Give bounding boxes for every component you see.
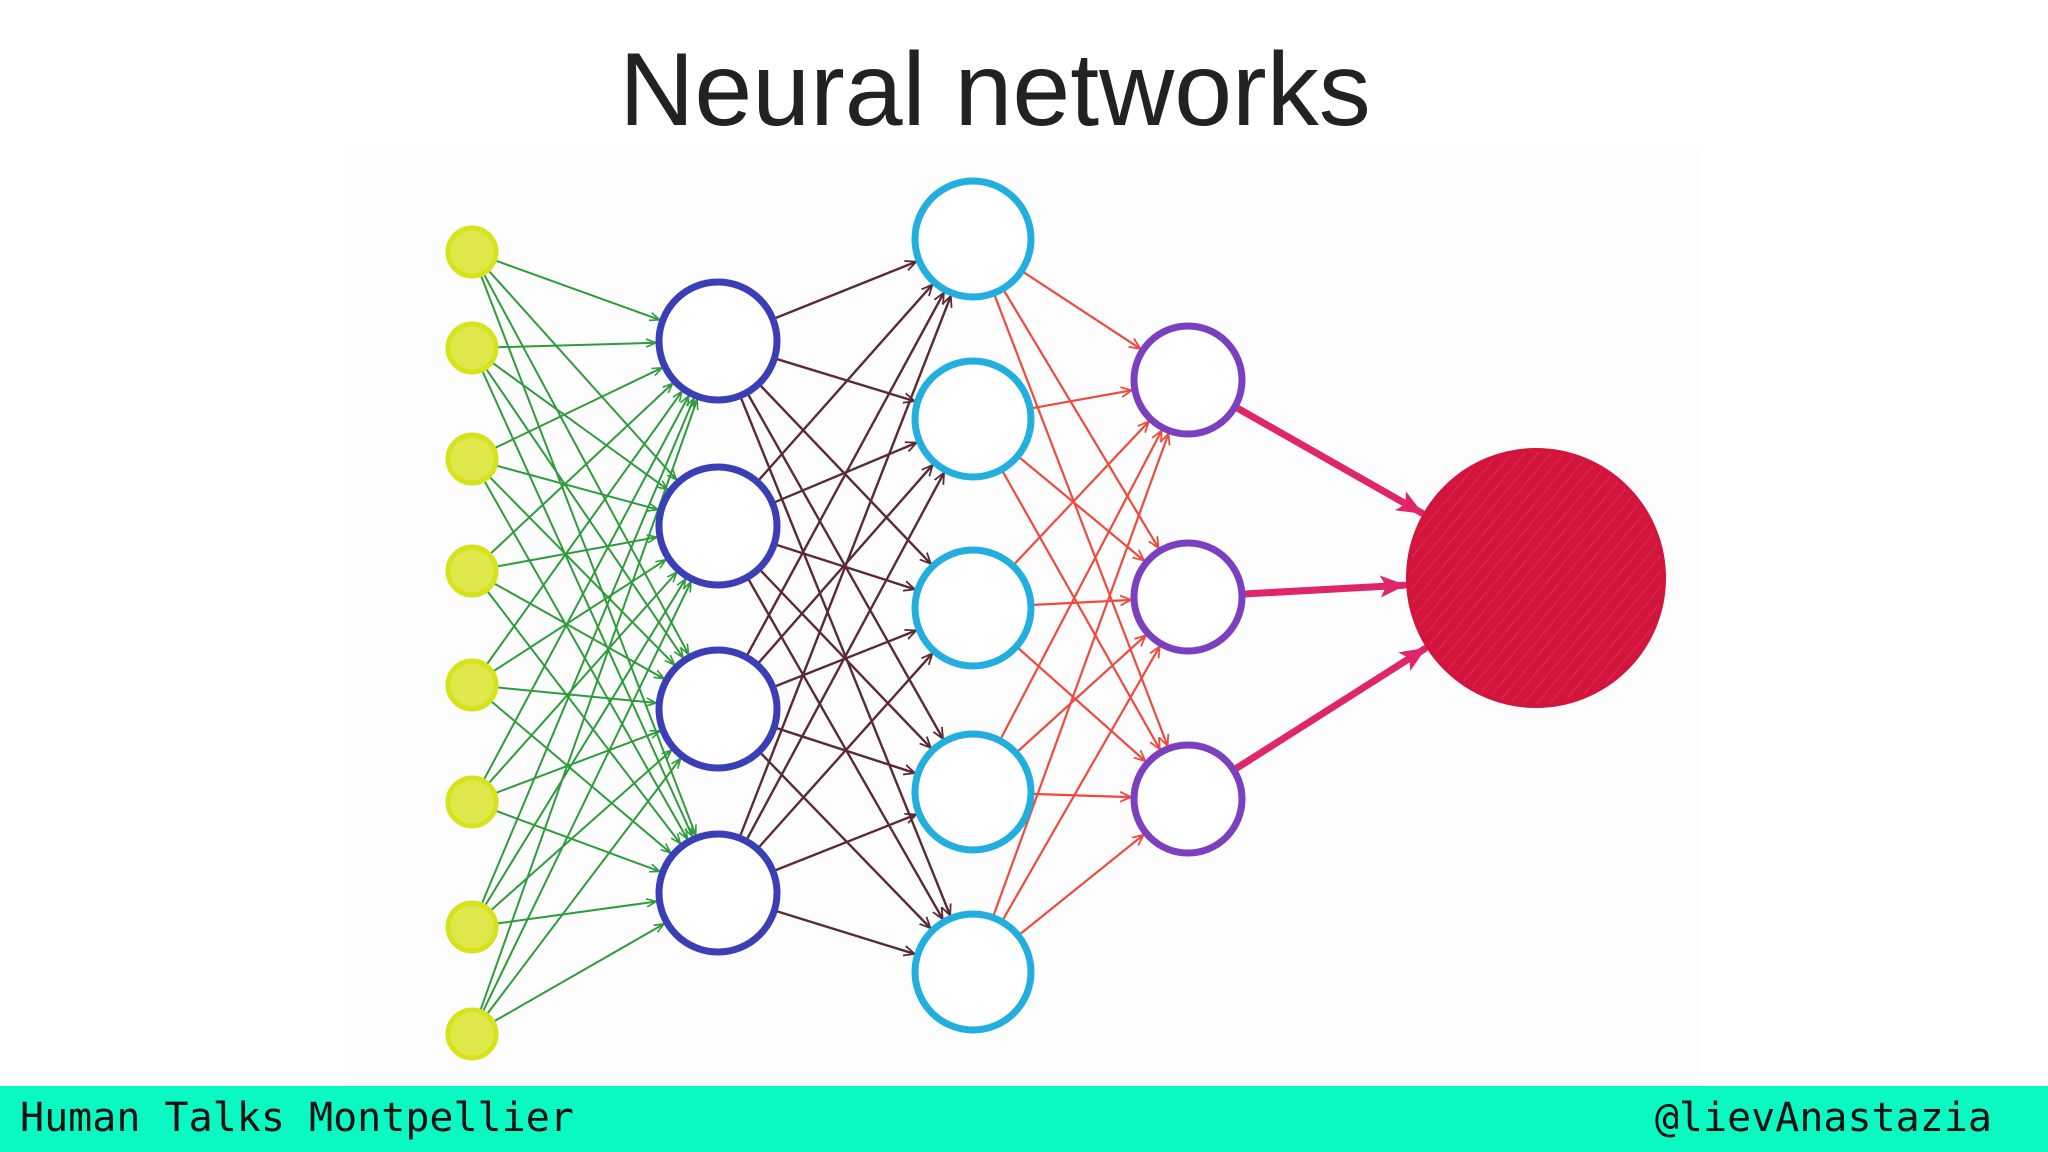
connection-hidden-1-4-to-hidden-2-5 <box>773 909 913 954</box>
hidden-1-neuron-1 <box>655 278 781 404</box>
hidden-3-neuron-1 <box>1130 322 1246 438</box>
event-name: Human Talks Montpellier <box>20 1095 574 1141</box>
input-neuron-8 <box>445 1007 499 1061</box>
hidden-2-neuron-1 <box>911 177 1035 301</box>
connection-input-4-to-hidden-1-2 <box>494 537 656 568</box>
connection-hidden-1-4-to-hidden-2-2 <box>744 474 944 843</box>
connection-hidden-1-2-to-hidden-2-5 <box>746 576 942 918</box>
connection-hidden-3-3-to-output-1 <box>1230 645 1429 774</box>
hidden-2-neuron-4 <box>911 730 1035 854</box>
hidden-1-neuron-4 <box>655 830 781 956</box>
neural-network-diagram <box>346 146 1700 1088</box>
connection-input-5-to-hidden-1-3 <box>494 686 655 703</box>
connection-hidden-2-2-to-hidden-3-1 <box>1028 390 1131 410</box>
slide-title: Neural networks <box>619 32 1371 148</box>
connection-input-5-to-hidden-1-2 <box>491 560 665 673</box>
connection-hidden-2-5-to-hidden-3-2 <box>1000 647 1159 923</box>
connection-input-3-to-hidden-1-3 <box>487 475 674 664</box>
neural-network-svg <box>445 177 1666 1061</box>
connection-hidden-2-3-to-hidden-3-3 <box>1015 645 1144 761</box>
connection-hidden-2-2-to-hidden-3-2 <box>1016 454 1144 560</box>
connection-hidden-2-4-to-hidden-3-3 <box>1029 794 1130 797</box>
connection-hidden-2-2-to-hidden-3-3 <box>1000 468 1160 749</box>
connection-hidden-1-2-to-hidden-2-1 <box>756 285 932 484</box>
connection-input-4-to-hidden-1-1 <box>488 384 673 556</box>
connection-hidden-2-5-to-hidden-3-3 <box>1017 835 1143 937</box>
footer-bar: Human Talks Montpellier @lievAnastazia <box>0 1086 2048 1152</box>
hidden-2-neuron-3 <box>911 546 1035 670</box>
connection-input-2-to-hidden-1-3 <box>484 366 683 657</box>
connection-input-8-to-hidden-1-2 <box>481 583 691 1014</box>
hidden-1-neuron-2 <box>655 463 781 589</box>
connection-input-1-to-hidden-1-1 <box>493 259 659 319</box>
connection-hidden-2-1-to-hidden-3-1 <box>1020 269 1140 348</box>
connection-hidden-1-2-to-hidden-2-2 <box>771 443 915 505</box>
connection-input-7-to-hidden-1-3 <box>489 751 671 913</box>
input-neuron-1 <box>445 225 499 279</box>
connection-input-2-to-hidden-1-1 <box>495 343 655 349</box>
connection-input-1-to-hidden-1-4 <box>479 273 696 834</box>
connection-hidden-2-4-to-hidden-3-1 <box>998 431 1161 742</box>
input-neuron-3 <box>445 432 499 486</box>
connection-input-6-to-hidden-1-4 <box>493 809 659 871</box>
connection-hidden-2-3-to-hidden-3-2 <box>1029 600 1130 605</box>
input-neuron-6 <box>445 775 499 829</box>
connection-input-2-to-hidden-1-4 <box>480 368 692 836</box>
hidden-3-neuron-3 <box>1130 741 1246 857</box>
connection-input-3-to-hidden-1-1 <box>492 368 662 450</box>
hidden-2-neuron-2 <box>911 357 1035 481</box>
connection-hidden-1-3-to-hidden-2-1 <box>744 294 943 659</box>
hidden-1-neuron-3 <box>655 646 781 772</box>
connection-input-2-to-hidden-1-2 <box>490 361 667 489</box>
connection-input-5-to-hidden-1-1 <box>485 392 681 667</box>
connection-hidden-1-1-to-hidden-2-1 <box>771 262 916 321</box>
hidden-3-neuron-2 <box>1130 539 1246 655</box>
connection-hidden-1-4-to-hidden-2-1 <box>738 297 950 840</box>
connection-hidden-1-3-to-hidden-2-4 <box>772 726 914 773</box>
input-neuron-4 <box>445 544 499 598</box>
connection-hidden-3-2-to-output-1 <box>1238 575 1408 598</box>
connection-input-7-to-hidden-1-2 <box>483 580 686 908</box>
connection-input-6-to-hidden-1-1 <box>482 397 688 782</box>
connection-hidden-2-3-to-hidden-3-1 <box>1011 422 1148 567</box>
hidden-2-neuron-5 <box>911 910 1035 1034</box>
input-neuron-2 <box>445 321 499 375</box>
connection-hidden-1-1-to-hidden-2-2 <box>773 357 913 401</box>
input-neuron-7 <box>445 900 499 954</box>
connection-input-6-to-hidden-1-3 <box>493 731 659 795</box>
input-neuron-5 <box>445 658 499 712</box>
connection-input-8-to-hidden-1-4 <box>491 924 664 1024</box>
twitter-handle: @lievAnastazia <box>1654 1095 1992 1141</box>
connection-hidden-1-3-to-hidden-2-5 <box>757 750 930 927</box>
output-neuron-1 <box>1406 448 1666 708</box>
connection-hidden-2-1-to-hidden-3-2 <box>1001 287 1158 548</box>
connection-hidden-2-5-to-hidden-3-1 <box>991 435 1168 919</box>
connection-input-3-to-hidden-1-2 <box>494 464 657 509</box>
connection-input-6-to-hidden-1-2 <box>487 573 676 786</box>
connection-input-8-to-hidden-1-3 <box>485 759 681 1016</box>
connection-hidden-1-4-to-hidden-2-4 <box>771 815 916 873</box>
connection-input-5-to-hidden-1-4 <box>489 699 670 853</box>
neuron-nodes <box>445 177 1666 1061</box>
connection-hidden-3-1-to-output-1 <box>1231 403 1425 517</box>
connection-input-7-to-hidden-1-4 <box>494 902 656 925</box>
connection-hidden-2-4-to-hidden-3-2 <box>1014 636 1145 755</box>
connection-input-7-to-hidden-1-1 <box>480 399 693 906</box>
connection-hidden-1-4-to-hidden-2-3 <box>756 654 931 851</box>
connection-hidden-2-1-to-hidden-3-3 <box>992 292 1167 745</box>
